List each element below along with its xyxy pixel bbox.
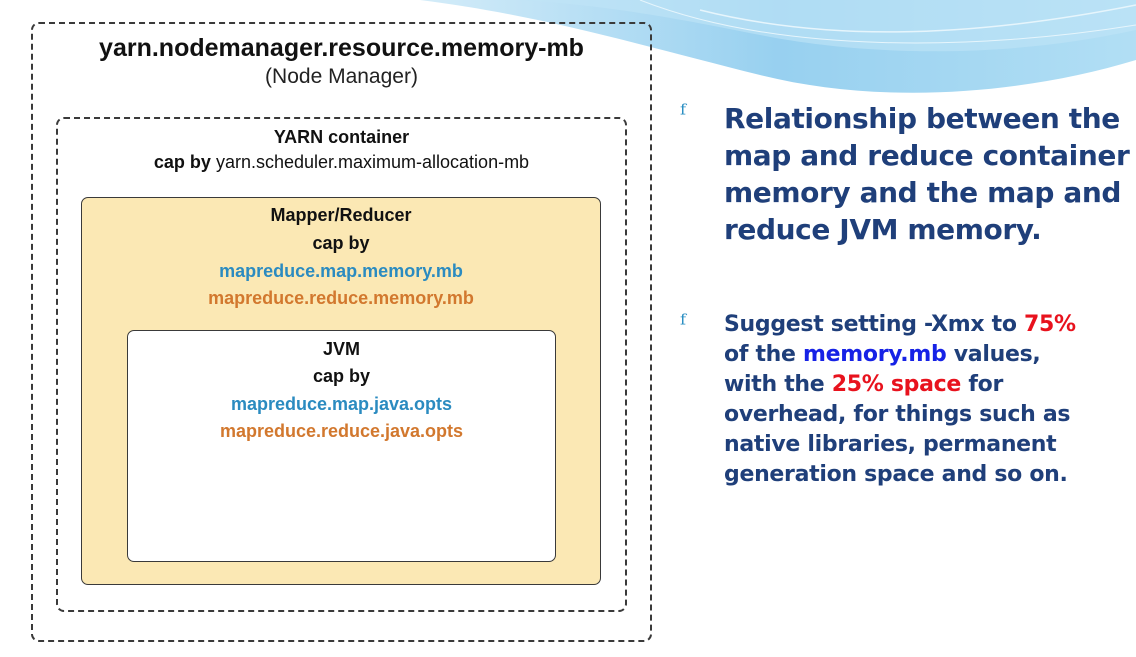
bullet-suggestion-line-1: Suggest setting -Xmx to 75% — [724, 310, 1076, 340]
bullet-suggestion-text: Suggest setting -Xmx to 75% of the memor… — [724, 310, 1076, 490]
nodemanager-memory-title: yarn.nodemanager.resource.memory-mb — [99, 34, 584, 62]
map-java-opts-property: mapreduce.map.java.opts — [230, 394, 453, 414]
yarn-container-title: YARN container — [273, 127, 410, 147]
of-the-text: of the — [724, 342, 804, 367]
memory-mb-highlight: memory.mb — [803, 342, 947, 367]
nodemanager-memory-box: yarn.nodemanager.resource.memory-mb (Nod… — [31, 22, 652, 642]
bullet-suggestion-line-4: overhead, for things such as — [724, 402, 1071, 427]
yarn-container-box: YARN container cap by yarn.scheduler.max… — [56, 117, 627, 612]
mapper-reducer-title: Mapper/Reducer — [270, 205, 412, 225]
mapper-reducer-cap-label: cap by — [312, 233, 370, 253]
jvm-title: JVM — [322, 339, 360, 359]
nodemanager-subtitle: (Node Manager) — [265, 65, 418, 88]
bullet-suggestion-line-3: with the 25% space for — [724, 370, 1076, 400]
yarn-container-cap-value: yarn.scheduler.maximum-allocation-mb — [215, 152, 530, 172]
bullet-icon: ᶠ — [680, 310, 686, 340]
bullet-relationship-line-1: Relationship between the — [724, 102, 1120, 135]
bullet-suggestion-line-5: native libraries, permanent — [724, 432, 1057, 457]
yarn-container-cap: cap by yarn.scheduler.maximum-allocation… — [58, 152, 625, 173]
space-25-highlight: 25% space — [831, 372, 962, 397]
bullet-relationship-line-2: map and reduce container — [724, 139, 1130, 172]
reduce-memory-mb-property: mapreduce.reduce.memory.mb — [208, 288, 474, 308]
map-memory-mb-property: mapreduce.map.memory.mb — [219, 261, 463, 281]
suggest-xmx-text: Suggest setting -Xmx to — [724, 312, 1025, 337]
with-the-text: with the — [724, 372, 832, 397]
bullet-relationship-line-3: memory and the map and — [724, 176, 1121, 209]
yarn-container-cap-prefix: cap by — [153, 152, 211, 172]
jvm-cap-label: cap by — [312, 366, 371, 386]
bullet-icon: ᶠ — [680, 100, 686, 130]
bullet-suggestion-line-2: of the memory.mb values, — [724, 340, 1076, 370]
jvm-box: JVM cap by mapreduce.map.java.opts mapre… — [127, 330, 556, 562]
bullet-relationship-line-4: reduce JVM memory. — [724, 213, 1042, 246]
for-text: for — [961, 372, 1004, 397]
bullet-suggestion-line-6: generation space and so on. — [724, 462, 1068, 487]
bullet-relationship-text: Relationship between the map and reduce … — [724, 100, 1130, 248]
values-text: values, — [946, 342, 1041, 367]
percent-75-highlight: 75% — [1024, 312, 1076, 337]
reduce-java-opts-property: mapreduce.reduce.java.opts — [219, 421, 464, 441]
